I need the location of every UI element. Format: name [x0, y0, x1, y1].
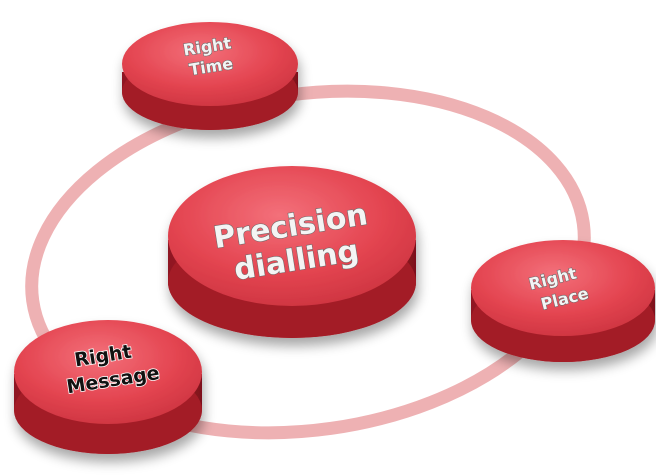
- node-right-time: [122, 22, 298, 130]
- node-right-place: [471, 240, 655, 362]
- node-right-message: [14, 320, 202, 454]
- center-node: [168, 166, 416, 338]
